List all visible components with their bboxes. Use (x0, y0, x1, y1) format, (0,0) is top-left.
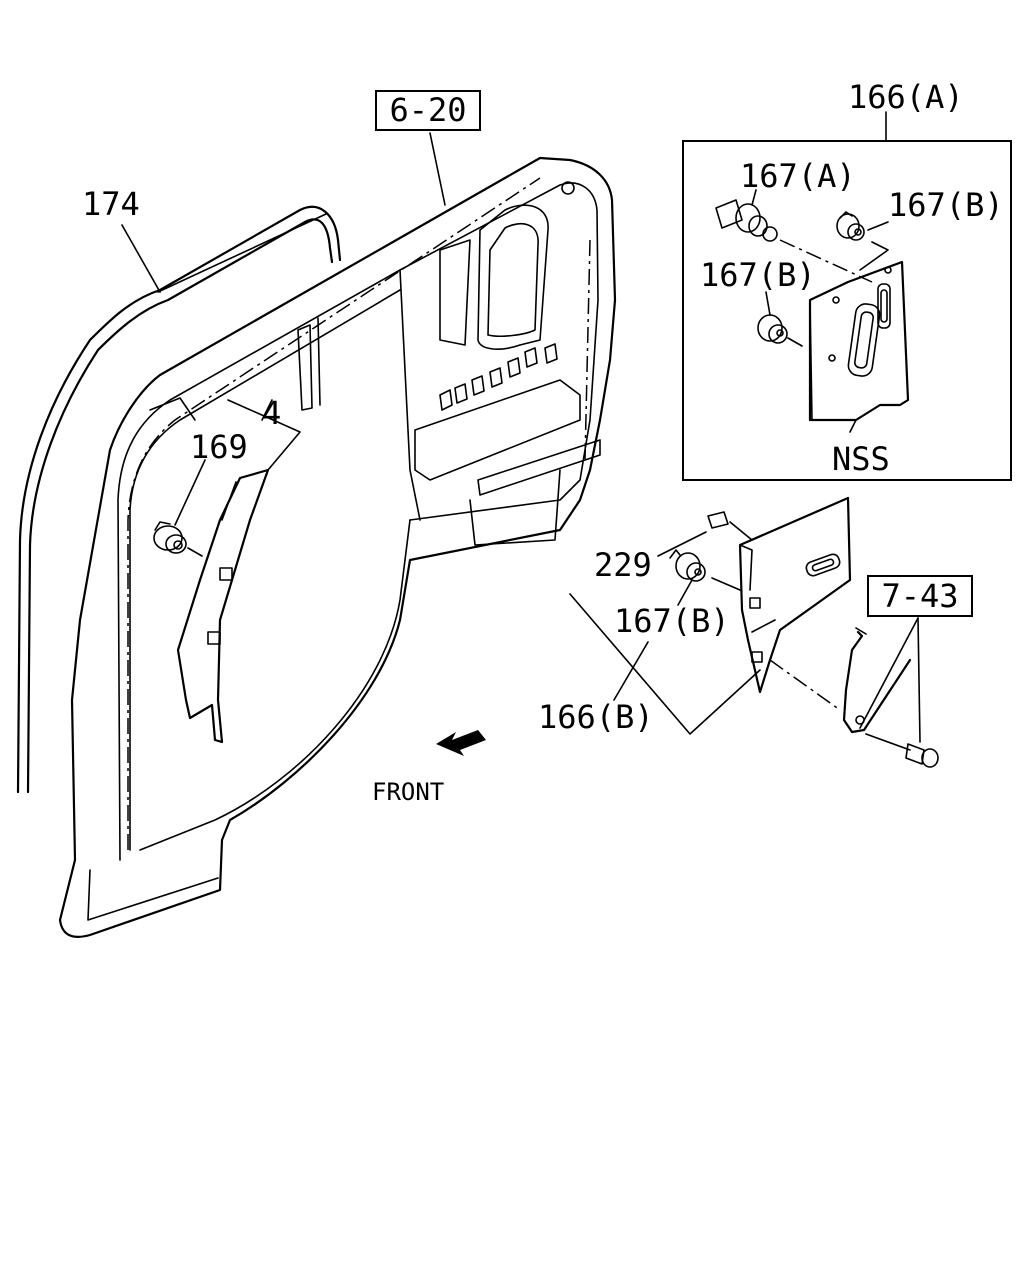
label-4: 4 (262, 394, 281, 432)
label-229: 229 (594, 546, 652, 584)
ref-6-20: 6-20 (375, 90, 481, 131)
label-167b-top: 167(B) (888, 186, 1004, 224)
assembly-166b: 229 167(B) 166(B) (538, 496, 852, 736)
bracket-7-43: 7-43 (769, 575, 973, 768)
ref-6-20-label: 6-20 (389, 91, 466, 129)
pillar-trim-4 (176, 399, 301, 744)
label-167b-low: 167(B) (614, 602, 730, 640)
clip-167b-top (836, 211, 889, 241)
label-166b: 166(B) (538, 698, 654, 736)
weatherstrip-174 (16, 205, 342, 794)
label-nss: NSS (832, 440, 890, 478)
clip-167b-low (669, 549, 741, 591)
door-frame (58, 156, 617, 938)
clip-169 (153, 521, 203, 557)
ref-7-43-label: 7-43 (881, 577, 958, 615)
inset-166a: 166(A) 167(A) 167(B) 167(B) NSS (682, 78, 1012, 481)
label-174: 174 (82, 185, 140, 223)
clip-167b-mid (757, 291, 803, 347)
front-label: FRONT (372, 778, 444, 806)
nss-panel (779, 239, 910, 433)
label-169: 169 (190, 428, 248, 466)
label-167b-mid: 167(B) (700, 256, 816, 294)
front-arrow-icon (436, 730, 486, 756)
clip-167a (715, 189, 778, 242)
leader-lines (121, 132, 446, 526)
label-166a: 166(A) (848, 78, 964, 116)
label-167a: 167(A) (740, 157, 856, 195)
